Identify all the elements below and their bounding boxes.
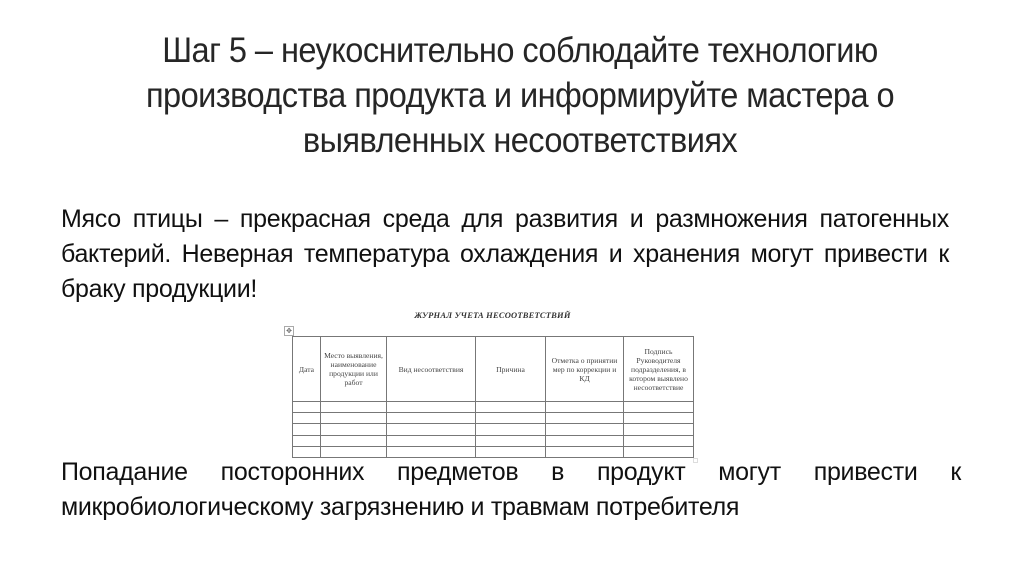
table-cell <box>292 400 321 414</box>
table-cell <box>545 423 624 436</box>
table-cell <box>475 412 546 425</box>
slide-title: Шаг 5 – неукоснительно соблюдайте технол… <box>145 31 895 160</box>
paragraph-poultry-bacteria: Мясо птицы – прекрасная среда для развит… <box>61 205 949 303</box>
table-cell <box>545 412 624 425</box>
table-cell <box>292 434 321 447</box>
table-cell <box>320 434 387 447</box>
nonconformity-journal-table: Дата Место выявления, наименование проду… <box>292 336 694 459</box>
table-row <box>292 434 694 447</box>
column-header-date: Дата <box>292 336 321 402</box>
table-cell <box>475 423 546 436</box>
column-header-type: Вид несоответствия <box>386 336 476 402</box>
table-row <box>292 445 694 459</box>
table-cell <box>320 423 387 436</box>
table-cell <box>623 412 694 425</box>
table-cell <box>475 400 546 414</box>
table-cell <box>292 412 321 425</box>
table-row <box>292 400 694 414</box>
table-resize-handle <box>693 458 698 463</box>
table-cell <box>545 434 624 447</box>
column-header-location: Место выявления, наименование продукции … <box>320 336 387 402</box>
table-cell <box>475 434 546 447</box>
column-header-measures: Отметка о принятии мер по коррекции и КД <box>545 336 624 402</box>
table-header-row: Дата Место выявления, наименование проду… <box>292 336 694 402</box>
table-cell <box>386 400 476 414</box>
table-cell <box>623 434 694 447</box>
table-cell <box>386 423 476 436</box>
table-cell <box>292 423 321 436</box>
table-cell <box>320 412 387 425</box>
table-move-handle-icon: ✥ <box>284 326 294 336</box>
table-cell <box>386 412 476 425</box>
table-cell <box>545 400 624 414</box>
table-cell <box>623 400 694 414</box>
table-cell <box>623 445 694 459</box>
column-header-signature: Подпись Руководителя подразделения, в ко… <box>623 336 694 402</box>
column-header-cause: Причина <box>475 336 546 402</box>
table-cell <box>386 434 476 447</box>
table-row <box>292 412 694 425</box>
table-row <box>292 423 694 436</box>
table-cell <box>623 423 694 436</box>
table-cell <box>320 400 387 414</box>
journal-title: ЖУРНАЛ УЧЕТА НЕСООТВЕТСТВИЙ <box>414 310 571 320</box>
paragraph-foreign-objects: Попадание посторонних предметов в продук… <box>61 458 961 521</box>
